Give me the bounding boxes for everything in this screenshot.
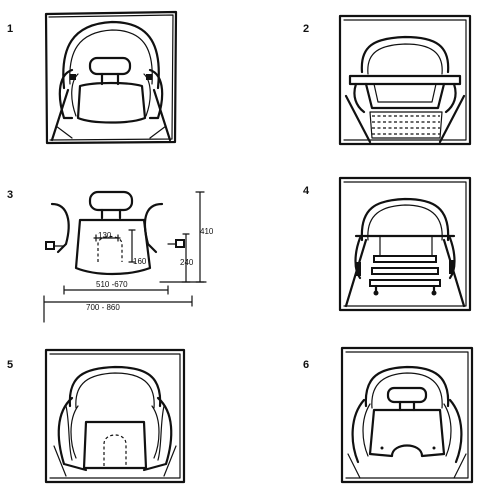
dimension-130: 130 — [98, 231, 112, 240]
figure-number-2: 2 — [303, 23, 310, 35]
figure-number-1: 1 — [7, 23, 14, 35]
figure-5-padded-liner-seat — [42, 346, 188, 486]
figure-2-bath-board — [336, 12, 474, 148]
dimension-410: 410 — [200, 227, 214, 236]
figure-6-cutout-seat — [338, 344, 476, 486]
dimension-240: 240 — [180, 258, 194, 267]
dimension-700-860: 700 - 860 — [86, 303, 120, 312]
dimension-510-670: 510 -670 — [96, 280, 128, 289]
figure-number-4: 4 — [303, 185, 310, 197]
figure-number-6: 6 — [303, 359, 310, 371]
figure-3-dimensioned-seat-plan: 130 160 240 410 510 -670 700 - 860 — [38, 186, 218, 326]
figure-1-bath-seat-with-backrest — [42, 8, 180, 146]
dimension-160: 160 — [133, 257, 147, 266]
figure-4-slatted-bath-board — [336, 174, 474, 314]
figure-number-3: 3 — [7, 189, 14, 201]
figure-number-5: 5 — [7, 359, 14, 371]
